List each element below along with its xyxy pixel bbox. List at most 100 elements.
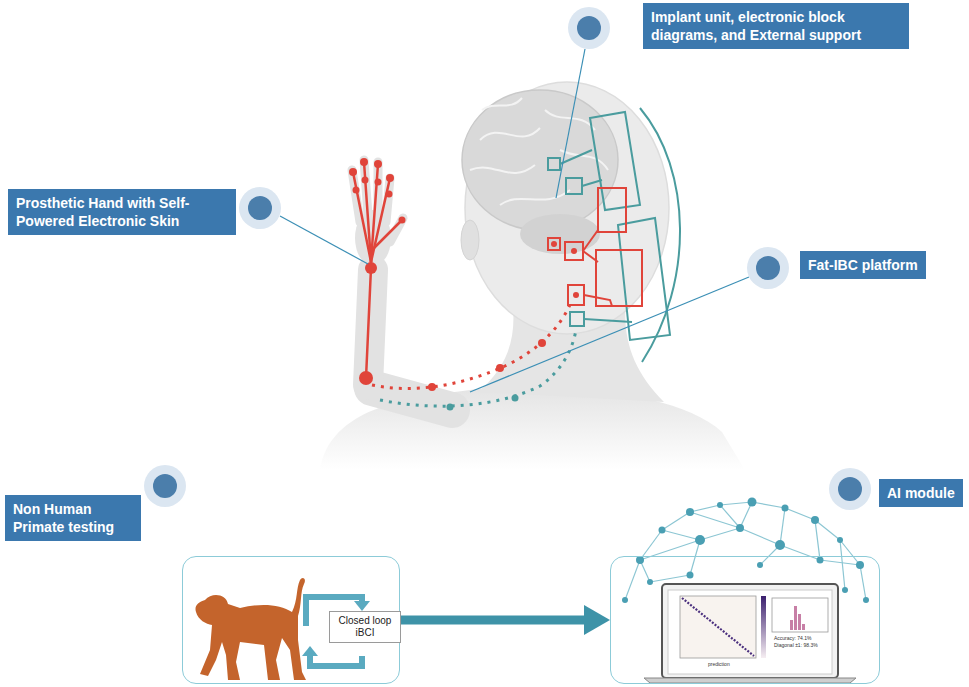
implant-modules-part	[573, 292, 579, 298]
callout-markers-part-part	[248, 196, 272, 220]
plot-annotation: prediction	[708, 662, 730, 667]
monkey-part	[195, 578, 306, 680]
laptop-part	[680, 596, 756, 658]
laptop-part	[668, 590, 832, 674]
callout-markers-part-part	[756, 256, 780, 280]
neural-network-part	[690, 540, 700, 575]
callout-markers-part-part	[239, 187, 281, 229]
neural-network-part-part	[837, 537, 843, 543]
loop-arrows-part	[310, 655, 362, 666]
signal-paths-part-part	[428, 383, 436, 391]
implant-modules-part	[548, 238, 560, 250]
callout-text: Implant unit, electronic block diagrams,…	[651, 8, 901, 44]
neural-network-part	[860, 565, 866, 600]
human-figure	[320, 82, 745, 470]
cerebellum	[520, 214, 600, 254]
neural-network-part	[700, 528, 740, 540]
prosthetic-skeleton-part-part	[399, 217, 406, 224]
prosthetic-skeleton-part-part	[375, 179, 382, 186]
monkey	[195, 578, 306, 680]
neural-network-part-part	[811, 516, 819, 524]
implant-modules-part	[570, 312, 584, 326]
prosthetic-skeleton-part-part	[362, 177, 369, 184]
neural-network-part-part	[736, 524, 744, 532]
loop-arrows-part	[302, 646, 318, 656]
rounded-panel: Non Human Primate testingClosed loop iBC…	[182, 556, 400, 684]
callout-markers-part	[153, 16, 862, 501]
laptop-part	[761, 596, 766, 658]
plot-annotation: Accuracy: 74.1%	[774, 636, 812, 641]
neural-network-part	[815, 520, 840, 540]
prosthetic-skeleton-part-part	[359, 371, 373, 385]
signal-paths-part-part	[447, 404, 454, 411]
signal-paths-part	[380, 330, 576, 406]
neural-network-part	[780, 545, 820, 560]
signal-paths-part	[447, 395, 519, 411]
callout-markers-part-part	[577, 16, 601, 40]
prosthetic-skeleton	[349, 158, 406, 385]
neural-network-part	[662, 512, 690, 530]
neural-network-part-part	[842, 587, 848, 593]
implant-modules-part	[551, 241, 557, 247]
upper-arm	[372, 388, 452, 410]
laptop-part	[644, 678, 856, 683]
neural-network-part	[650, 575, 690, 582]
callout-markers-part	[470, 277, 749, 392]
prosthetic-skeleton-part	[353, 162, 402, 378]
neural-network-part	[785, 508, 815, 520]
neural-network-part-part	[863, 597, 869, 603]
neural-network-part	[662, 530, 700, 540]
implant-modules-part	[584, 295, 612, 306]
neural-network-part-part	[775, 540, 785, 550]
laptop-part	[662, 584, 838, 678]
neural-network-part	[840, 540, 845, 590]
neural-network-part	[640, 540, 700, 560]
prosthetic-skeleton-part-part	[349, 168, 357, 176]
box-text: Closed loop iBCI	[334, 615, 396, 639]
prosthetic-skeleton-part-part	[372, 220, 402, 250]
implant-modules-part	[584, 319, 632, 322]
neural-network-part-part	[748, 498, 757, 507]
neural-network-part-part	[647, 579, 653, 585]
callout-label: Prosthetic Hand with Self-Powered Electr…	[8, 189, 236, 235]
implant-modules-part	[548, 158, 560, 170]
callout-text: Fat-IBC platform	[808, 256, 918, 274]
implant-modules-part	[640, 108, 680, 362]
laptop-part-part	[798, 614, 801, 630]
laptop-part-part	[802, 624, 805, 630]
plot-annotation: Diagonal ±1: 98.3%	[774, 643, 818, 648]
implant-modules-part	[565, 242, 583, 260]
neural-network-part	[740, 528, 780, 545]
callout-text: Prosthetic Hand with Self-Powered Electr…	[16, 194, 228, 230]
prosthetic-skeleton-part-part	[360, 158, 368, 166]
brain-gyri	[470, 98, 608, 205]
panel-heading: AI module	[879, 479, 963, 507]
laptop	[644, 584, 856, 683]
signal-paths-part-part	[496, 364, 504, 372]
callout-markers-part-part	[568, 7, 610, 49]
neural-network-part-part	[686, 508, 694, 516]
callout-markers-part-part	[838, 477, 862, 501]
prosthetic-skeleton-part-part	[353, 187, 360, 194]
neural-network-part	[840, 540, 860, 565]
rounded-panel: AI module	[610, 556, 880, 684]
neural-network-part-part	[782, 505, 789, 512]
neural-network-part	[752, 502, 785, 508]
implant-modules-part	[566, 178, 582, 194]
implant-modules-part	[598, 188, 626, 232]
torso	[320, 384, 745, 470]
implant-modules-part	[571, 248, 577, 254]
signal-paths-part	[428, 339, 546, 391]
laptop-part-part	[794, 606, 797, 630]
neural-network-part-part	[687, 572, 694, 579]
neural-network-part	[815, 520, 820, 560]
signal-paths-part-part	[512, 395, 519, 402]
prosthetic-skeleton-part-part	[386, 174, 394, 182]
neural-network-part	[690, 505, 720, 512]
neural-network-part-part	[636, 556, 644, 564]
callout-markers-part-part	[144, 465, 186, 507]
